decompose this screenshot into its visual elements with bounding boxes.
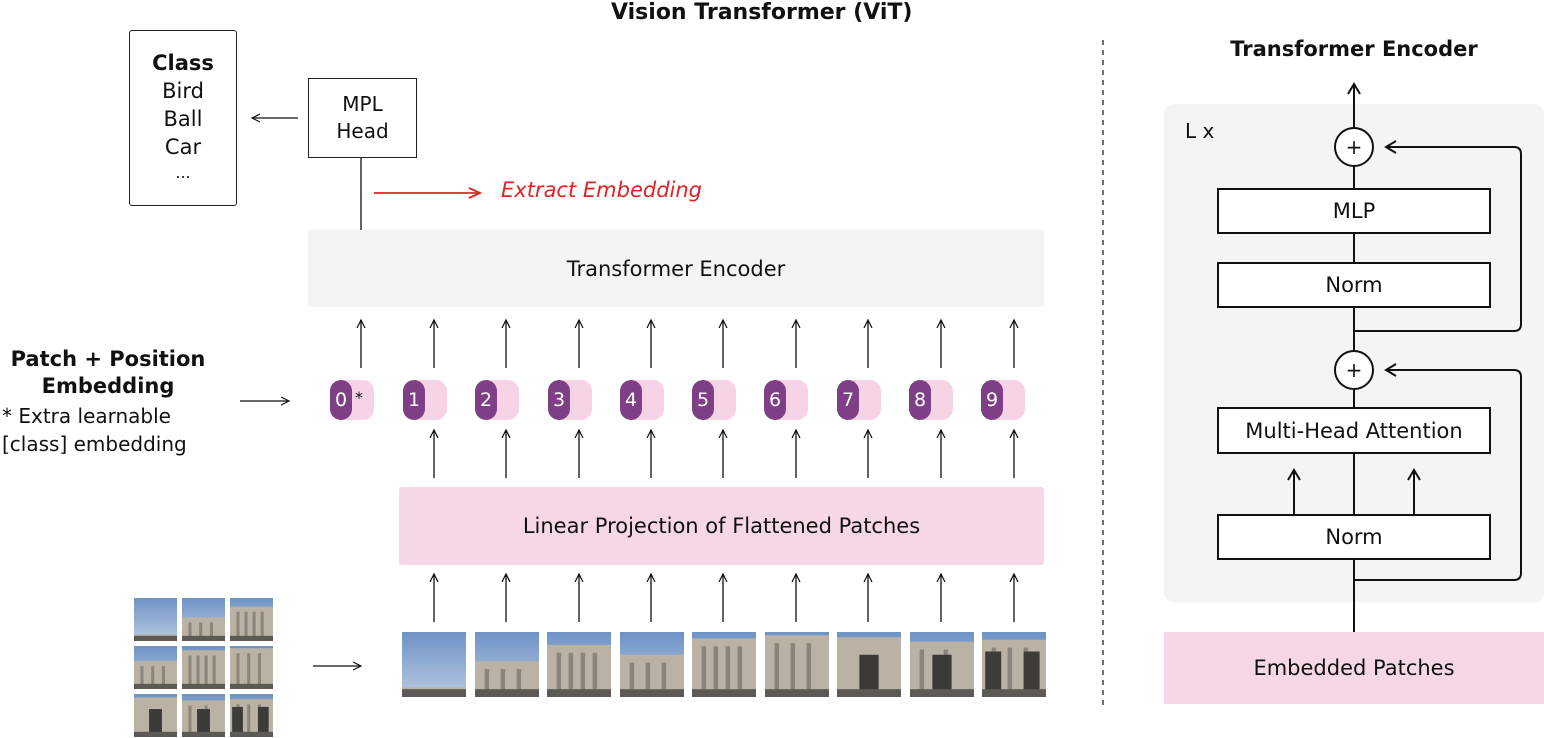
image-patch [910, 632, 974, 697]
plus-symbol: + [1345, 135, 1363, 159]
residual-add-top: + [1334, 127, 1374, 167]
patch-position-title: Patch + Position Embedding [0, 346, 216, 400]
patch-position-line1: Patch + Position [10, 347, 206, 371]
class-heading: Class [152, 51, 214, 75]
position-token: 9 [981, 380, 1025, 420]
mlp-head-box: MPL Head [308, 78, 417, 158]
image-patch [692, 632, 756, 697]
position-token: 0* [330, 380, 374, 420]
norm-label: Norm [1325, 525, 1383, 549]
plus-symbol: + [1345, 358, 1363, 382]
embedded-patches-block: Embedded Patches [1164, 632, 1544, 704]
norm-block-top: Norm [1217, 262, 1491, 308]
position-token: 3 [548, 380, 592, 420]
page-title: Vision Transformer (ViT) [611, 0, 913, 25]
position-token: 1 [403, 380, 447, 420]
position-token: 7 [837, 380, 881, 420]
class-token-star: * [355, 388, 363, 407]
mlp-head-line2: Head [336, 119, 389, 143]
multi-head-attention-block: Multi-Head Attention [1217, 407, 1491, 454]
image-patch [620, 632, 684, 697]
token-index: 1 [403, 380, 425, 420]
image-patch [475, 632, 539, 697]
embedded-patches-label: Embedded Patches [1253, 656, 1455, 680]
position-token: 2 [475, 380, 519, 420]
extract-embedding-label: Extract Embedding [501, 178, 702, 202]
image-patch [982, 632, 1046, 697]
image-patch [230, 646, 273, 689]
image-patch [182, 694, 225, 737]
attention-label: Multi-Head Attention [1245, 418, 1463, 443]
image-patch [547, 632, 611, 697]
position-token: 8 [909, 380, 953, 420]
token-index: 8 [909, 380, 931, 420]
residual-loop-bottom [1354, 363, 1522, 581]
mlp-label: MLP [1332, 199, 1376, 223]
norm-block-bottom: Norm [1217, 514, 1491, 560]
token-index: 3 [548, 380, 570, 420]
linear-projection-block: Linear Projection of Flattened Patches [399, 487, 1044, 565]
position-token: 6 [764, 380, 808, 420]
linear-projection-label: Linear Projection of Flattened Patches [522, 514, 921, 538]
image-patch [134, 694, 177, 737]
class-item: Ball [163, 107, 203, 131]
image-patch [134, 598, 177, 641]
mlp-block: MLP [1217, 188, 1491, 234]
class-item: Bird [162, 79, 204, 103]
image-patch [402, 632, 466, 697]
token-index: 0 [330, 380, 352, 420]
image-patch [134, 646, 177, 689]
token-index: 2 [475, 380, 497, 420]
image-patch [230, 694, 273, 737]
token-index: 9 [981, 380, 1003, 420]
image-patch [765, 632, 829, 697]
position-token: 4 [620, 380, 664, 420]
class-output-box: Class Bird Ball Car ... [129, 30, 237, 206]
extra-learnable-note: * Extra learnable [class] embedding [2, 402, 187, 458]
token-index: 7 [837, 380, 859, 420]
patch-grid [134, 598, 273, 737]
residual-loop-top [1354, 140, 1522, 332]
norm-label: Norm [1325, 273, 1383, 297]
patch-strip [402, 632, 1046, 697]
image-patch [837, 632, 901, 697]
transformer-encoder-label: Transformer Encoder [566, 256, 786, 281]
extra-learnable-line2: [class] embedding [2, 432, 187, 456]
residual-add-bottom: + [1334, 350, 1374, 390]
token-index: 6 [764, 380, 786, 420]
encoder-detail-title: Transformer Encoder [1230, 37, 1478, 61]
token-arrows [361, 320, 1014, 622]
layer-repeat-label: L x [1185, 119, 1215, 143]
image-patch [230, 598, 273, 641]
position-token: 5 [692, 380, 736, 420]
mlp-head-line1: MPL [342, 92, 383, 116]
extra-learnable-line1: * Extra learnable [2, 404, 171, 428]
token-index: 4 [620, 380, 642, 420]
transformer-encoder-block: Transformer Encoder [308, 230, 1044, 307]
patch-position-line2: Embedding [41, 374, 175, 398]
class-item: Car [164, 135, 202, 159]
token-index: 5 [692, 380, 714, 420]
class-item: ... [175, 163, 191, 182]
image-patch [182, 598, 225, 641]
image-patch [182, 646, 225, 689]
